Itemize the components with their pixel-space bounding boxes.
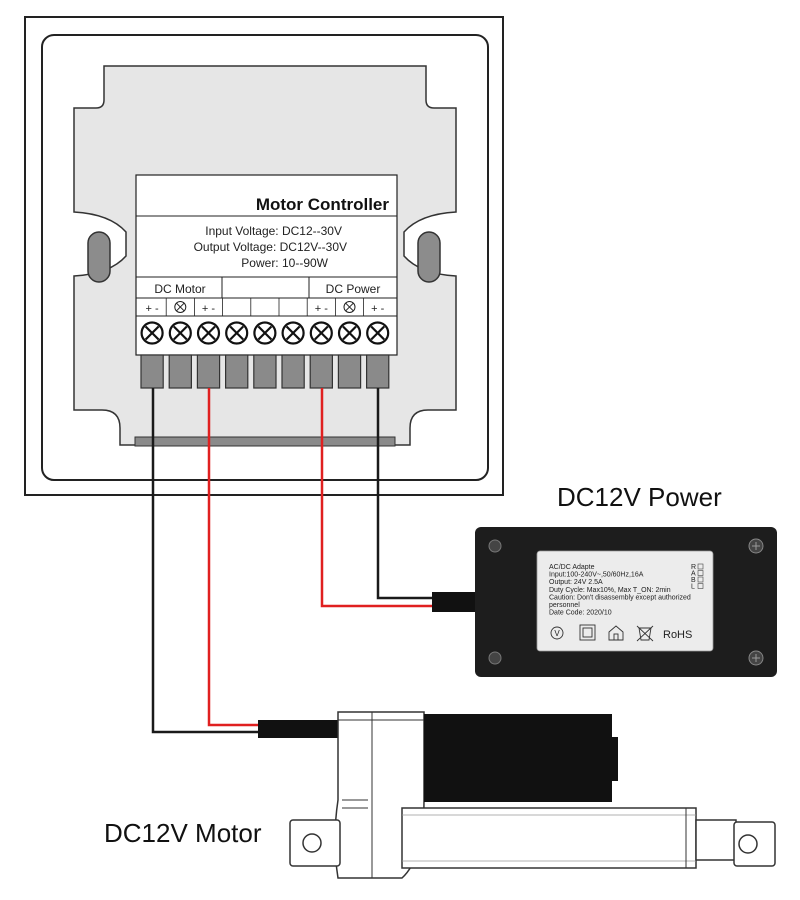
sticker-line: Input:100-240V~,50/60Hz,16A: [549, 572, 644, 579]
sticker-line: personnel: [549, 602, 580, 609]
polarity-label: + -: [146, 303, 159, 315]
controller-panel: Motor Controller Input Voltage: DC12--30…: [24, 16, 504, 496]
wire-motor-red: [207, 388, 262, 727]
terminal-block: [309, 354, 334, 389]
terminal-screw: [225, 321, 249, 345]
house-icon: [608, 625, 624, 641]
sticker-checkbox: [697, 583, 704, 589]
sticker-side-mark: A: [691, 571, 696, 578]
sticker-side-mark: L: [691, 584, 695, 591]
power-adapter: DC12V Power AC/DC AdapteInput:100-240V~,…: [432, 482, 777, 677]
polarity-label: + -: [371, 303, 384, 315]
spec-power: Power: 10--90W: [241, 256, 328, 270]
terminal-block: [281, 354, 305, 389]
terminal-block: [337, 354, 362, 389]
polarity-row: + - + - + - + -: [146, 298, 385, 316]
terminal-screw: [140, 321, 164, 345]
screw-terminal-row: [140, 321, 390, 345]
motor-cable-sleeve: [258, 720, 350, 738]
sticker-line: Date Code: 2020/10: [549, 610, 612, 617]
terminal-screw: [281, 321, 305, 345]
adapter-cable-sleeve: [432, 592, 478, 612]
terminal-block: [168, 354, 192, 389]
rohs-mark: RoHS: [663, 629, 692, 641]
linear-actuator: DC12V Motor: [104, 711, 776, 879]
controller-label: Motor Controller Input Voltage: DC12--30…: [135, 174, 398, 356]
wire-motor-black: [151, 388, 262, 734]
polarity-label: + -: [202, 303, 215, 315]
actuator-outer-tube: [401, 807, 697, 869]
rear-clevis-hole: [302, 833, 322, 853]
wire-power-black: [376, 388, 438, 600]
sticker-checkbox: [697, 563, 704, 570]
wires: [151, 388, 438, 734]
sticker-line: Caution: Don't disassembly except author…: [549, 594, 691, 601]
left-mount-slot: [87, 231, 111, 283]
spec-output-voltage: Output Voltage: DC12V--30V: [194, 240, 347, 254]
actuator-motor-can: [424, 714, 612, 802]
adapter-screw-br: [748, 650, 764, 666]
terminal-screw: [337, 321, 362, 345]
polarity-label: + -: [315, 303, 328, 315]
sticker-checkbox: [697, 570, 704, 576]
sticker-line: AC/DC Adapte: [549, 564, 595, 571]
sticker-checkbox: [697, 576, 704, 583]
double-square-icon: [579, 624, 596, 641]
wire-power-red: [320, 388, 438, 608]
motor-caption: DC12V Motor: [104, 818, 262, 848]
terminal-block: [140, 354, 164, 389]
adapter-screw-tl: [488, 539, 502, 553]
terminal-block: [196, 354, 221, 389]
svg-text:V: V: [554, 629, 560, 638]
terminal-block: [366, 354, 390, 389]
terminal-screw: [309, 321, 333, 345]
ground-symbol-icon: [343, 301, 356, 313]
sticker-line: Output: 24V 2.5A: [549, 579, 603, 586]
terminal-screw: [366, 321, 390, 345]
terminal-screw: [253, 321, 277, 345]
terminal-screw: [196, 321, 221, 345]
ground-symbol-icon: [174, 301, 187, 313]
actuator-inner-rod: [695, 819, 737, 861]
right-mount-slot: [417, 231, 441, 283]
group-label-dc-motor: DC Motor: [154, 282, 205, 296]
adapter-sticker: [536, 550, 714, 652]
terminal-block: [253, 354, 277, 389]
rod-end-hole: [738, 834, 758, 854]
adapter-screw-bl: [488, 651, 502, 665]
v-mark-icon: V: [550, 626, 564, 640]
actuator-motor-endcap: [608, 737, 618, 781]
sticker-text: AC/DC AdapteInput:100-240V~,50/60Hz,16AO…: [549, 564, 691, 617]
power-caption: DC12V Power: [557, 482, 722, 512]
adapter-screw-tr: [748, 538, 764, 554]
spec-input-voltage: Input Voltage: DC12--30V: [205, 224, 342, 238]
terminal-block: [225, 354, 249, 389]
sticker-side-mark: B: [691, 577, 696, 584]
controller-title: Motor Controller: [256, 195, 390, 214]
terminal-screw: [168, 321, 192, 345]
crossed-bin-icon: [636, 625, 654, 642]
controller-bottom-strip: [134, 436, 396, 447]
sticker-side-mark: R: [691, 564, 696, 571]
sticker-line: Duty Cycle: Max10%, Max T_ON: 2min: [549, 587, 671, 594]
terminal-block-row: [140, 354, 390, 389]
group-label-dc-power: DC Power: [326, 282, 381, 296]
